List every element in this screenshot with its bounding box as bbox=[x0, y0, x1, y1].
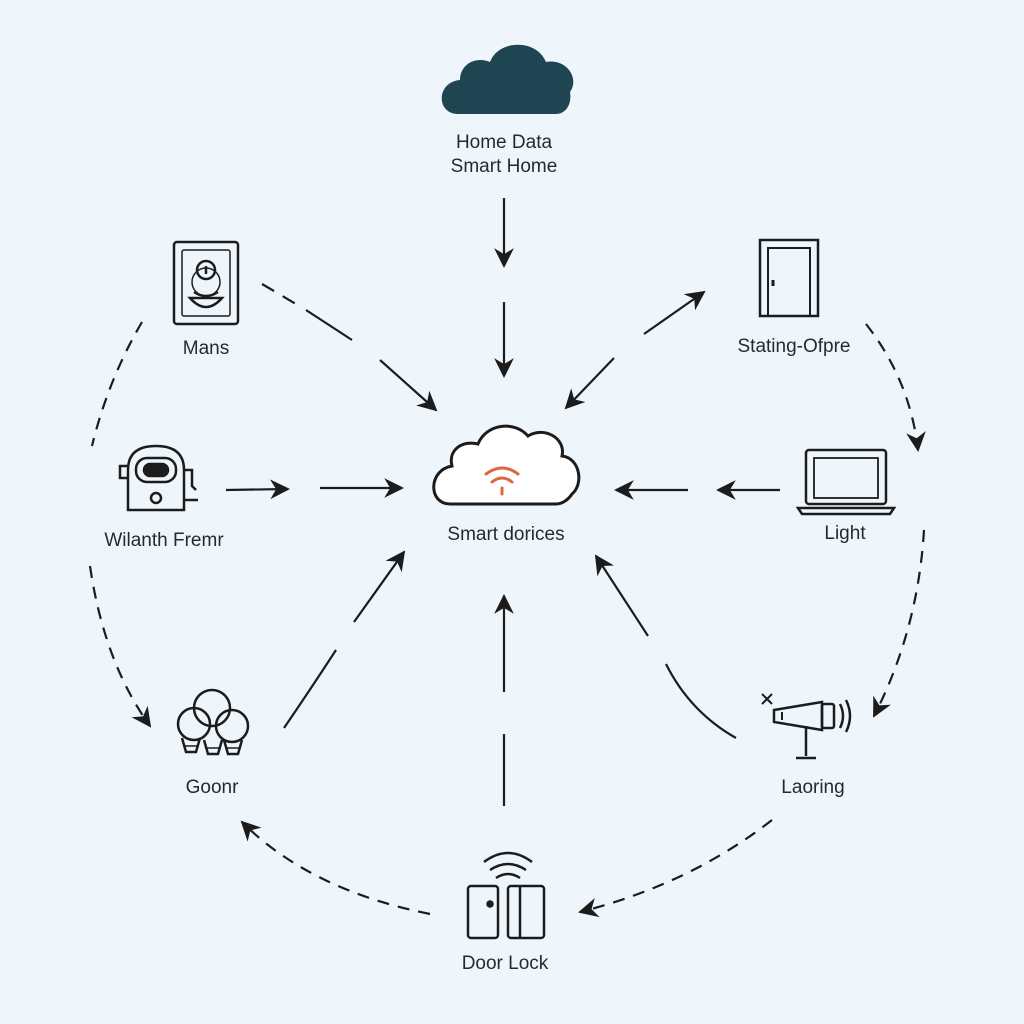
center-hub-label: Smart dorices bbox=[447, 524, 565, 545]
light-label: Light bbox=[824, 523, 866, 544]
laoring-label: Laoring bbox=[781, 777, 845, 798]
dashed-loop-connectors bbox=[88, 321, 926, 918]
mans-label: Mans bbox=[182, 338, 230, 359]
door-lock-icon bbox=[466, 851, 546, 940]
wilanth-label: Wilanth Fremr bbox=[104, 530, 224, 551]
top-cloud-label-line1: Home Data bbox=[455, 132, 553, 153]
top-cloud-label-line2: Smart Home bbox=[450, 156, 558, 177]
door-lock-label: Door Lock bbox=[461, 953, 549, 974]
door-icon bbox=[758, 238, 820, 318]
laptop-icon bbox=[795, 448, 897, 516]
center-cloud-wifi-icon bbox=[432, 424, 581, 506]
tablet-device-icon bbox=[172, 240, 240, 326]
top-cloud-icon bbox=[441, 44, 574, 115]
top-cloud-label: Home Data Smart Home bbox=[451, 131, 558, 179]
goonr-label: Goonr bbox=[185, 777, 239, 798]
solid-connectors bbox=[225, 198, 780, 806]
robot-camera-icon bbox=[118, 444, 198, 512]
light-bulbs-icon bbox=[176, 688, 250, 756]
megaphone-icon bbox=[761, 693, 852, 760]
stating-label: Stating-Ofpre bbox=[737, 336, 851, 357]
